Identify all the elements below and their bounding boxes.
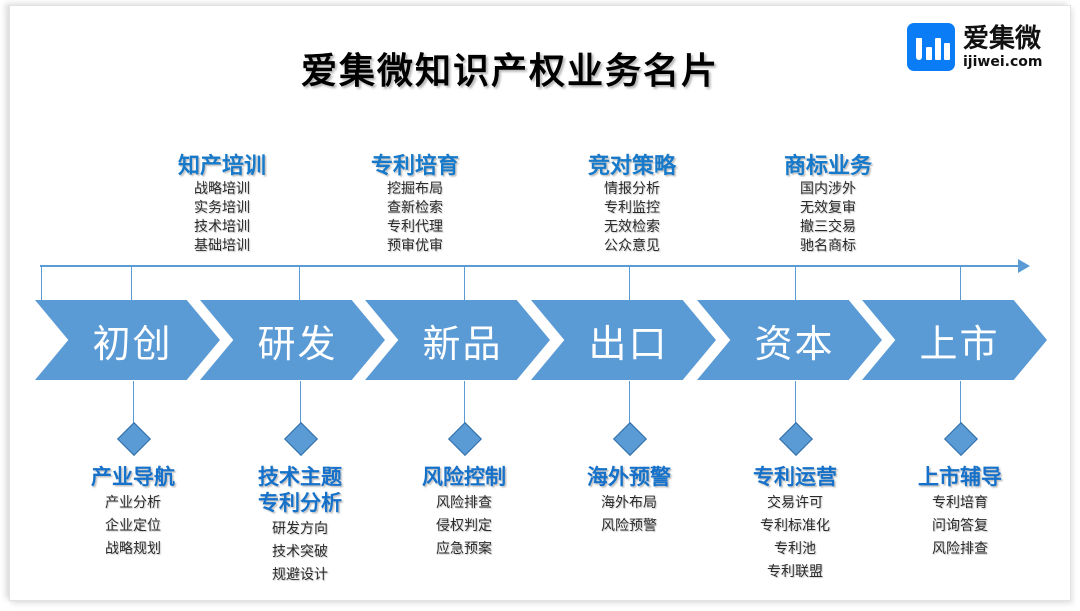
diamond-marker-5 bbox=[944, 422, 978, 456]
bottom-group-4-item-1: 专利标准化 bbox=[760, 518, 830, 534]
bottom-group-2-item-1: 侵权判定 bbox=[436, 518, 492, 534]
bottom-group-2-title-line-0: 风险控制 bbox=[422, 465, 506, 489]
logo-bar-4 bbox=[944, 43, 950, 60]
bottom-group-5-item-0: 专利培育 bbox=[932, 495, 988, 511]
connector-down-1 bbox=[300, 381, 301, 433]
connector-up-0 bbox=[41, 265, 42, 301]
stage-chevron-0[interactable]: 初创 bbox=[35, 300, 220, 380]
bottom-group-0: 产业导航 产业分析 企业定位 战略规划 bbox=[33, 464, 233, 559]
bottom-group-3-item-0: 海外布局 bbox=[601, 495, 657, 511]
stage-label-3: 出口 bbox=[588, 321, 669, 366]
logo-name-cn: 爱集微 bbox=[963, 23, 1042, 54]
bottom-group-4: 专利运营 交易许可 专利标准化 专利池 专利联盟 bbox=[695, 464, 895, 582]
bottom-group-4-item-2: 专利池 bbox=[774, 541, 816, 557]
top-group-3-title: 商标业务 bbox=[783, 154, 872, 179]
top-group-1-item-0: 挖掘布局 bbox=[387, 181, 443, 197]
bottom-group-1-item-1: 技术突破 bbox=[272, 544, 328, 560]
top-group-0-item-2: 技术培训 bbox=[194, 219, 250, 235]
stage-label-5: 上市 bbox=[919, 321, 1000, 366]
page-title: 爱集微知识产权业务名片 bbox=[300, 51, 719, 92]
connector-up-5 bbox=[795, 265, 796, 301]
top-group-0-item-3: 基础培训 bbox=[194, 238, 250, 254]
bottom-group-1-title-line-0: 技术主题 bbox=[258, 465, 342, 489]
bottom-group-1-title-line-1: 专利分析 bbox=[258, 491, 342, 515]
top-group-3-item-0: 国内涉外 bbox=[800, 181, 856, 197]
timeline-axis bbox=[40, 265, 1023, 267]
stage-label-0: 初创 bbox=[92, 321, 173, 366]
bottom-group-0-item-0: 产业分析 bbox=[105, 495, 161, 511]
bottom-group-5: 上市辅导 专利培育 问询答复 风险排查 bbox=[860, 464, 1060, 559]
stage-label-2: 新品 bbox=[422, 321, 503, 366]
bottom-group-5-item-1: 问询答复 bbox=[932, 518, 988, 534]
bottom-group-1-item-0: 研发方向 bbox=[272, 521, 328, 537]
connector-up-3 bbox=[464, 265, 465, 301]
bottom-group-5-title-line-0: 上市辅导 bbox=[918, 465, 1002, 489]
bottom-group-3-item-1: 风险预警 bbox=[601, 518, 657, 534]
stage-chevron-3[interactable]: 出口 bbox=[531, 300, 716, 380]
bottom-group-2: 风险控制 风险排查 侵权判定 应急预案 bbox=[364, 464, 564, 559]
top-group-2-item-0: 情报分析 bbox=[604, 181, 660, 197]
top-group-1-item-1: 查新检索 bbox=[387, 200, 443, 216]
bottom-group-0-item-1: 企业定位 bbox=[105, 518, 161, 534]
connector-down-5 bbox=[960, 381, 961, 433]
diamond-marker-2 bbox=[448, 422, 482, 456]
brand-logo: 爱集微 ijiwei.com bbox=[907, 23, 1042, 71]
top-group-1: 专利培育 挖掘布局 查新检索 专利代理 预审优审 bbox=[320, 148, 510, 256]
stage-label-1: 研发 bbox=[257, 321, 338, 366]
top-group-0-item-1: 实务培训 bbox=[194, 200, 250, 216]
connector-up-6 bbox=[960, 265, 961, 301]
logo-bar-2 bbox=[926, 47, 932, 60]
top-group-1-item-3: 预审优审 bbox=[387, 238, 443, 254]
bottom-group-4-item-0: 交易许可 bbox=[767, 495, 823, 511]
connector-up-1 bbox=[131, 265, 132, 301]
bottom-group-4-item-3: 专利联盟 bbox=[767, 564, 823, 580]
logo-bar-3 bbox=[935, 38, 941, 60]
connector-down-2 bbox=[464, 381, 465, 433]
logo-name-en: ijiwei.com bbox=[963, 53, 1043, 70]
diamond-marker-0 bbox=[117, 422, 151, 456]
diamond-marker-1 bbox=[284, 422, 318, 456]
top-group-2-item-1: 专利监控 bbox=[604, 200, 660, 216]
diamond-marker-4 bbox=[779, 422, 813, 456]
bottom-group-1-item-2: 规避设计 bbox=[272, 567, 328, 583]
bar-chart-icon bbox=[907, 23, 955, 71]
stage-chevron-4[interactable]: 资本 bbox=[697, 300, 882, 380]
top-group-0-title: 知产培训 bbox=[177, 154, 266, 179]
logo-text: 爱集微 ijiwei.com bbox=[963, 26, 1042, 69]
connector-up-4 bbox=[629, 265, 630, 301]
top-group-2-title: 竞对策略 bbox=[587, 154, 676, 179]
connector-up-2 bbox=[299, 265, 300, 301]
top-group-2-item-2: 无效检索 bbox=[604, 219, 660, 235]
diamond-marker-3 bbox=[613, 422, 647, 456]
stage-chevron-2[interactable]: 新品 bbox=[365, 300, 550, 380]
timeline-arrow-icon bbox=[1018, 259, 1030, 273]
top-group-3-item-2: 撤三交易 bbox=[800, 219, 856, 235]
top-group-0-item-0: 战略培训 bbox=[194, 181, 250, 197]
connector-down-4 bbox=[795, 381, 796, 433]
bottom-group-3-title-line-0: 海外预警 bbox=[587, 465, 671, 489]
top-group-2: 竞对策略 情报分析 专利监控 无效检索 公众意见 bbox=[537, 148, 727, 256]
stage-chevron-5[interactable]: 上市 bbox=[862, 300, 1047, 380]
bottom-group-5-item-2: 风险排查 bbox=[932, 541, 988, 557]
stage-chevron-1[interactable]: 研发 bbox=[200, 300, 385, 380]
connector-down-0 bbox=[133, 381, 134, 433]
bottom-group-1: 技术主题 专利分析 研发方向 技术突破 规避设计 bbox=[200, 464, 400, 585]
bottom-group-3: 海外预警 海外布局 风险预警 bbox=[529, 464, 729, 536]
bottom-group-0-item-2: 战略规划 bbox=[105, 541, 161, 557]
stage-label-4: 资本 bbox=[754, 321, 835, 366]
bottom-group-4-title-line-0: 专利运营 bbox=[753, 465, 837, 489]
top-group-0: 知产培训 战略培训 实务培训 技术培训 基础培训 bbox=[127, 148, 317, 256]
top-group-3: 商标业务 国内涉外 无效复审 撤三交易 驰名商标 bbox=[733, 148, 923, 256]
bottom-group-0-title-line-0: 产业导航 bbox=[91, 465, 175, 489]
top-group-1-item-2: 专利代理 bbox=[387, 219, 443, 235]
bottom-group-2-item-2: 应急预案 bbox=[436, 541, 492, 557]
logo-bar-1 bbox=[916, 38, 922, 60]
top-group-1-title: 专利培育 bbox=[370, 154, 459, 179]
top-group-2-item-3: 公众意见 bbox=[604, 238, 660, 254]
bottom-group-2-item-0: 风险排查 bbox=[436, 495, 492, 511]
connector-down-3 bbox=[629, 381, 630, 433]
top-group-3-item-1: 无效复审 bbox=[800, 200, 856, 216]
top-group-3-item-3: 驰名商标 bbox=[800, 238, 856, 254]
